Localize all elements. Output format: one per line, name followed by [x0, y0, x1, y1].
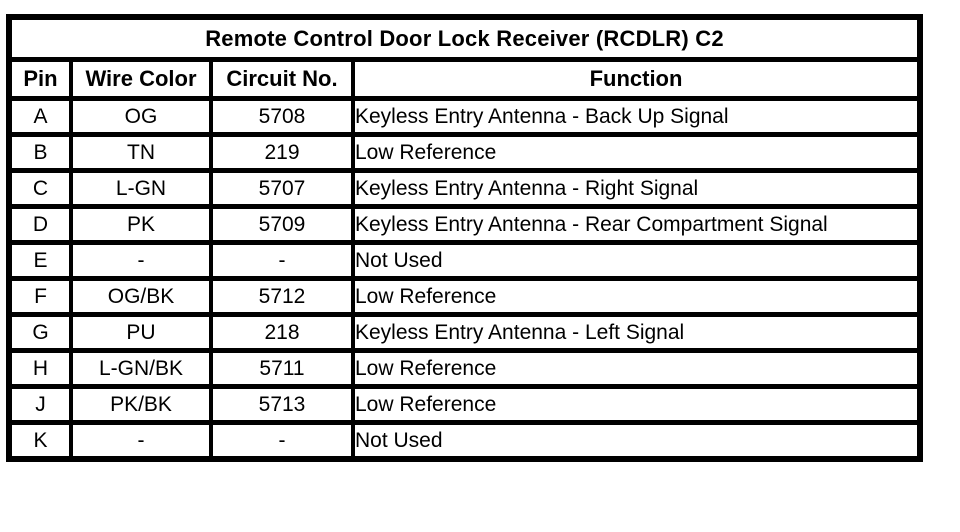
circuit-no-cell: 5711: [209, 348, 355, 389]
header-row: Pin Wire Color Circuit No. Function: [7, 57, 922, 101]
function-cell: Not Used: [351, 420, 922, 462]
table-row: H L-GN/BK 5711 Low Reference: [7, 348, 922, 389]
wire-color-cell: OG/BK: [69, 276, 213, 317]
pin-cell: C: [7, 168, 73, 209]
function-cell: Not Used: [351, 240, 922, 281]
function-cell: Keyless Entry Antenna - Rear Compartment…: [351, 204, 922, 245]
table-row: B TN 219 Low Reference: [7, 132, 922, 173]
pin-cell: B: [7, 132, 73, 173]
table-row: D PK 5709 Keyless Entry Antenna - Rear C…: [7, 204, 922, 245]
table-row: E - - Not Used: [7, 240, 922, 281]
pin-cell: K: [7, 420, 73, 462]
circuit-no-cell: 5708: [209, 96, 355, 137]
column-header-function: Function: [351, 57, 922, 101]
circuit-no-cell: 5709: [209, 204, 355, 245]
pin-cell: J: [7, 384, 73, 425]
wire-color-cell: PK: [69, 204, 213, 245]
column-header-wire-color: Wire Color: [69, 57, 213, 101]
wire-color-cell: PK/BK: [69, 384, 213, 425]
rcdlr-c2-pinout-table: Remote Control Door Lock Receiver (RCDLR…: [6, 14, 923, 462]
wire-color-cell: -: [69, 240, 213, 281]
circuit-no-cell: 5712: [209, 276, 355, 317]
pin-cell: A: [7, 96, 73, 137]
title-row: Remote Control Door Lock Receiver (RCDLR…: [7, 14, 922, 62]
circuit-no-cell: -: [209, 420, 355, 462]
function-cell: Keyless Entry Antenna - Right Signal: [351, 168, 922, 209]
wire-color-cell: -: [69, 420, 213, 462]
pin-cell: F: [7, 276, 73, 317]
column-header-pin: Pin: [7, 57, 73, 101]
wire-color-cell: PU: [69, 312, 213, 353]
circuit-no-cell: 5713: [209, 384, 355, 425]
circuit-no-cell: 218: [209, 312, 355, 353]
function-cell: Keyless Entry Antenna - Back Up Signal: [351, 96, 922, 137]
function-cell: Low Reference: [351, 384, 922, 425]
table-row: C L-GN 5707 Keyless Entry Antenna - Righ…: [7, 168, 922, 209]
function-cell: Low Reference: [351, 132, 922, 173]
wire-color-cell: L-GN: [69, 168, 213, 209]
table-title: Remote Control Door Lock Receiver (RCDLR…: [7, 14, 922, 62]
column-header-circuit-no: Circuit No.: [209, 57, 355, 101]
pin-cell: E: [7, 240, 73, 281]
circuit-no-cell: 219: [209, 132, 355, 173]
wire-color-cell: TN: [69, 132, 213, 173]
table-row: G PU 218 Keyless Entry Antenna - Left Si…: [7, 312, 922, 353]
table-row: A OG 5708 Keyless Entry Antenna - Back U…: [7, 96, 922, 137]
circuit-no-cell: -: [209, 240, 355, 281]
circuit-no-cell: 5707: [209, 168, 355, 209]
pin-cell: D: [7, 204, 73, 245]
table-row: F OG/BK 5712 Low Reference: [7, 276, 922, 317]
table-row: J PK/BK 5713 Low Reference: [7, 384, 922, 425]
function-cell: Keyless Entry Antenna - Left Signal: [351, 312, 922, 353]
table-row: K - - Not Used: [7, 420, 922, 462]
pin-cell: H: [7, 348, 73, 389]
function-cell: Low Reference: [351, 276, 922, 317]
wire-color-cell: L-GN/BK: [69, 348, 213, 389]
wire-color-cell: OG: [69, 96, 213, 137]
function-cell: Low Reference: [351, 348, 922, 389]
pin-cell: G: [7, 312, 73, 353]
